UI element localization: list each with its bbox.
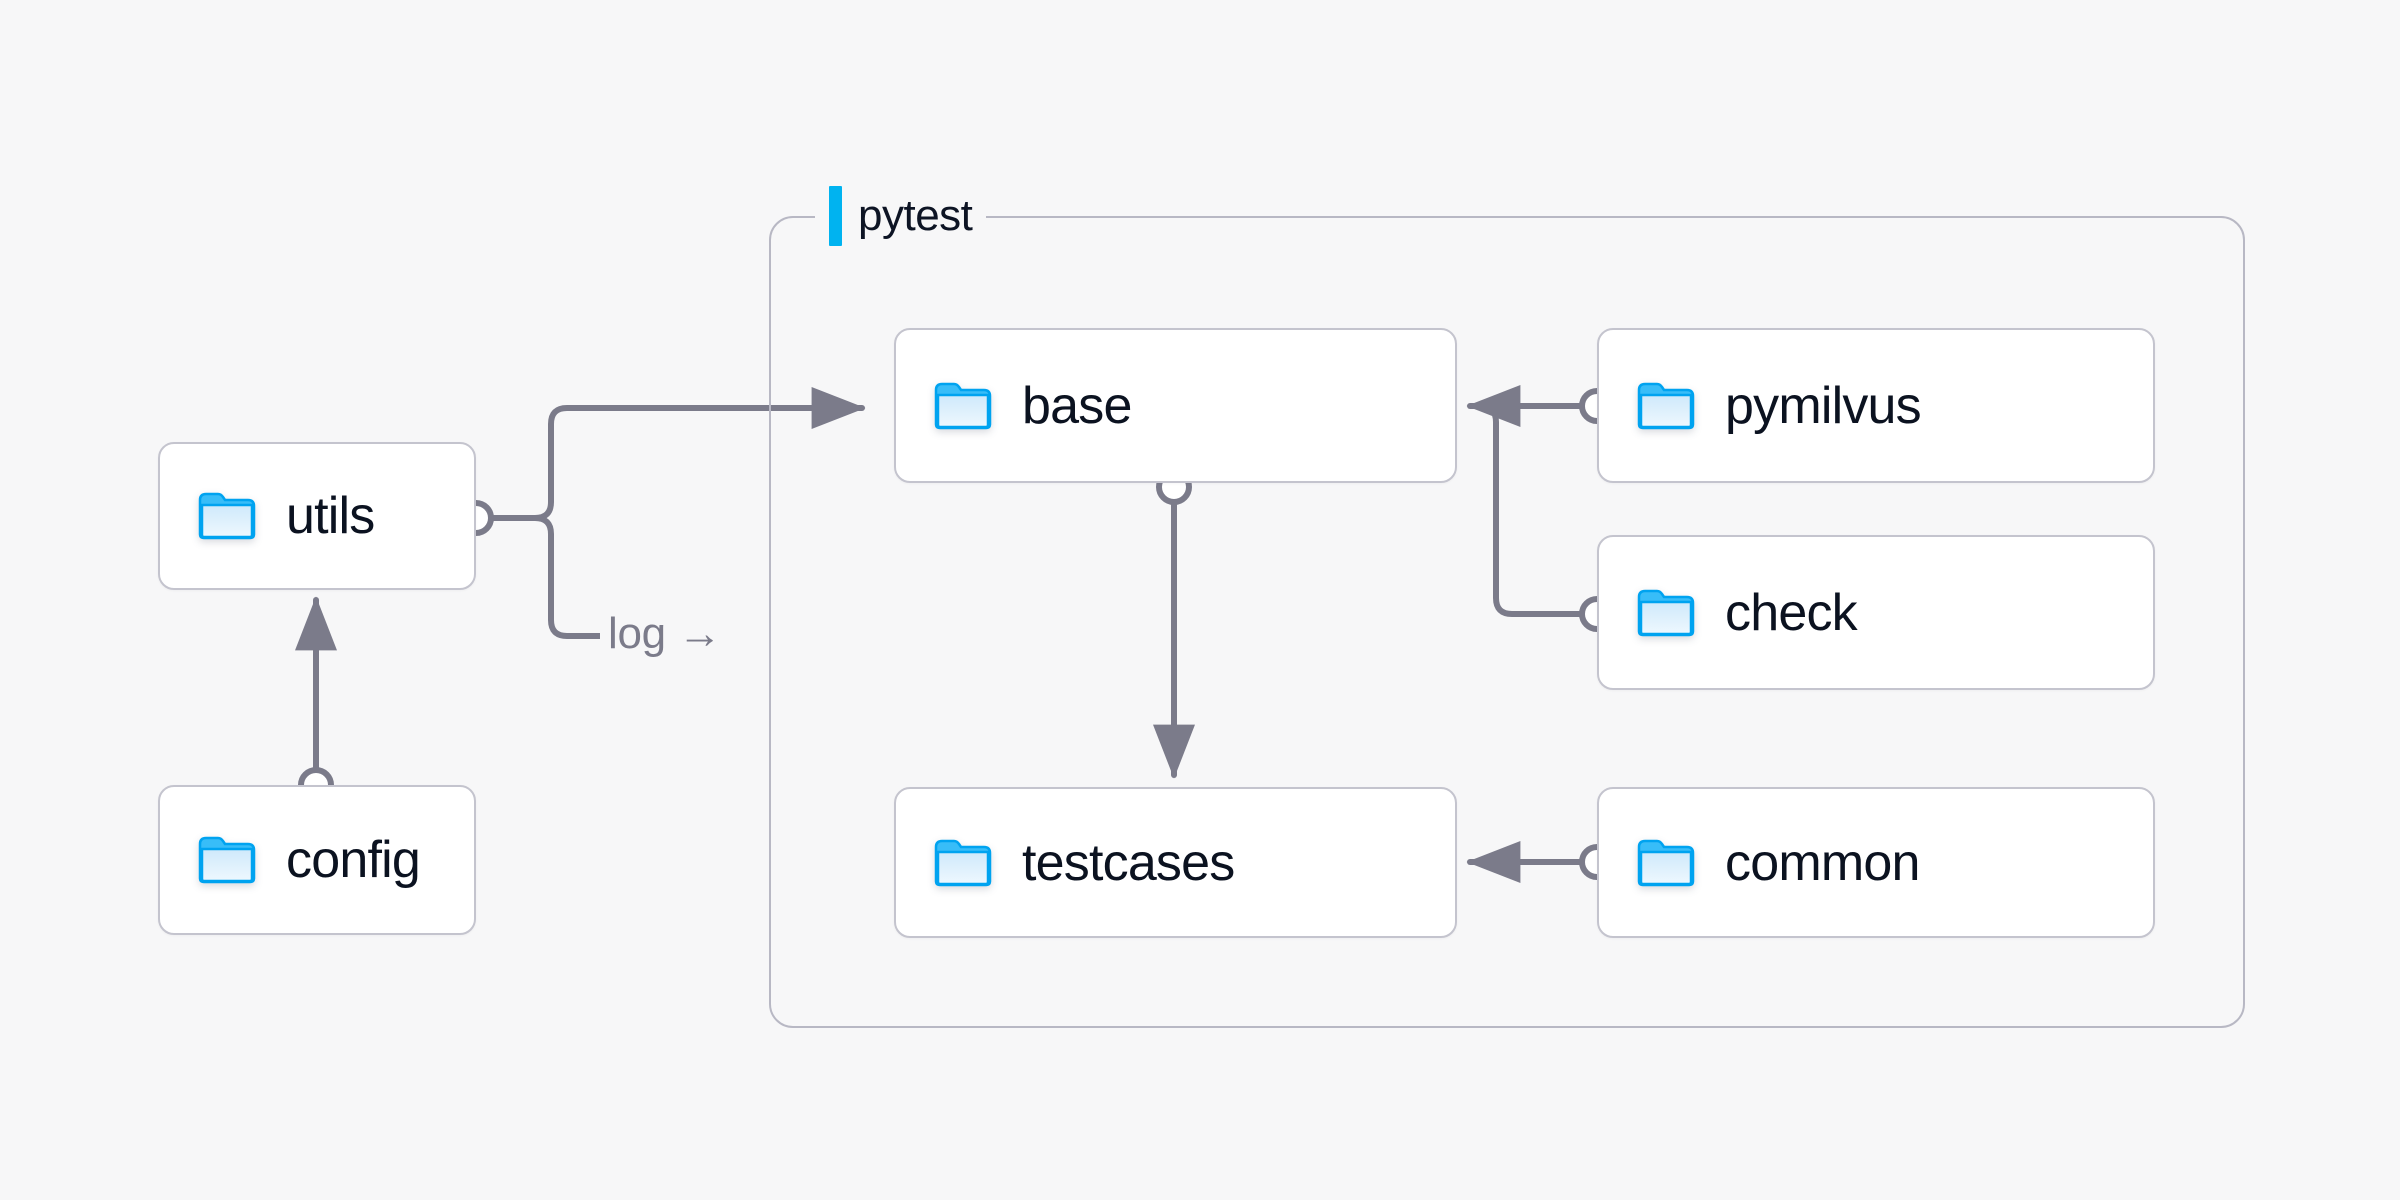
edge-label-log: log → <box>600 609 730 658</box>
node-common-label: common <box>1725 833 1920 892</box>
group-pytest-label-text: pytest <box>858 191 973 240</box>
node-common[interactable]: common <box>1597 787 2155 938</box>
node-config[interactable]: config <box>158 785 476 935</box>
node-check[interactable]: check <box>1597 535 2155 690</box>
node-base-label: base <box>1022 376 1132 435</box>
folder-icon <box>934 381 992 431</box>
group-pytest-label: pytest <box>815 185 987 247</box>
node-utils[interactable]: utils <box>158 442 476 590</box>
node-config-label: config <box>286 831 421 889</box>
folder-icon <box>1637 838 1695 888</box>
node-utils-label: utils <box>286 487 375 545</box>
folder-icon <box>934 838 992 888</box>
folder-icon <box>198 835 256 885</box>
accent-bar-icon <box>829 186 842 246</box>
node-check-label: check <box>1725 583 1858 642</box>
node-testcases-label: testcases <box>1022 833 1235 892</box>
folder-icon <box>1637 588 1695 638</box>
folder-icon <box>1637 381 1695 431</box>
node-base[interactable]: base <box>894 328 1457 483</box>
group-pytest[interactable] <box>769 216 2245 1028</box>
node-testcases[interactable]: testcases <box>894 787 1457 938</box>
node-pymilvus-label: pymilvus <box>1725 376 1922 435</box>
arrow-right-icon: → <box>677 609 722 658</box>
edge-label-log-text: log <box>608 609 666 658</box>
wire-utils-to-log <box>532 515 611 639</box>
node-pymilvus[interactable]: pymilvus <box>1597 328 2155 483</box>
folder-icon <box>198 491 256 541</box>
